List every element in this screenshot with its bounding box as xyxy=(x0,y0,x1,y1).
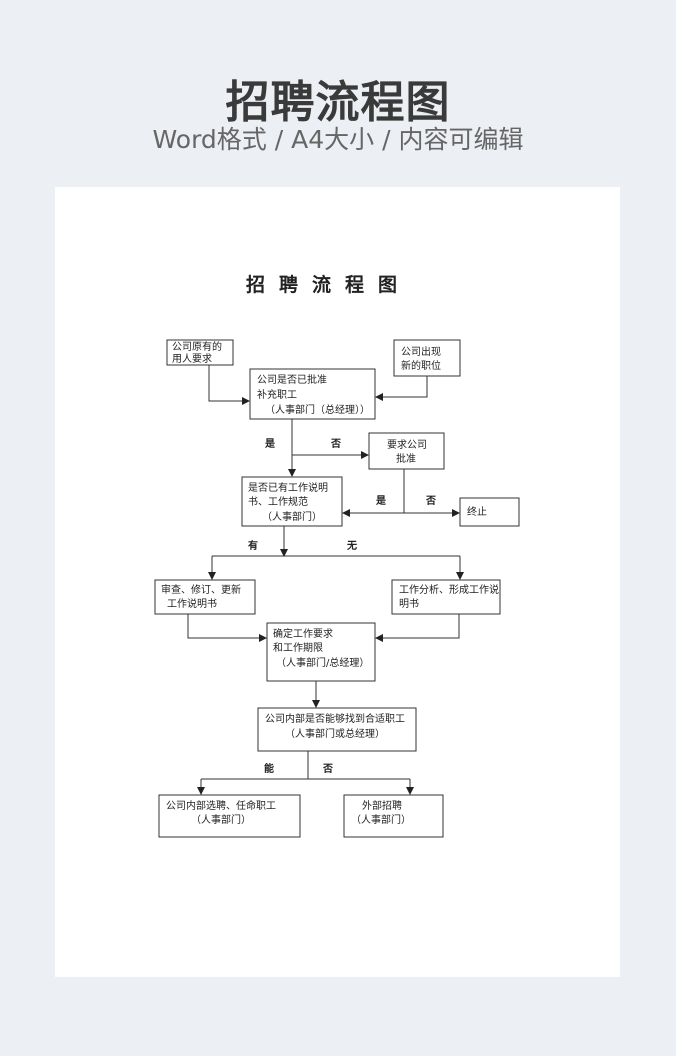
svg-text:（人事部门或总经理）: （人事部门或总经理） xyxy=(285,727,385,740)
svg-text:是否已有工作说明: 是否已有工作说明 xyxy=(248,481,328,494)
svg-text:（人事部门/总经理）: （人事部门/总经理） xyxy=(276,656,369,669)
flow-box-internal-search: 公司内部是否能够找到合适职工 （人事部门或总经理） xyxy=(257,707,417,752)
svg-text:和工作期限: 和工作期限 xyxy=(273,642,323,654)
label-no: 否 xyxy=(322,763,333,775)
flow-connectors xyxy=(187,365,464,795)
label-no: 否 xyxy=(425,495,436,507)
flow-box-external-hire: 外部招聘（人事部门） xyxy=(343,794,444,838)
svg-text:公司原有的: 公司原有的 xyxy=(172,340,222,353)
flow-box-terminate: 终止 xyxy=(459,497,520,527)
svg-text:要求公司: 要求公司 xyxy=(387,439,427,451)
svg-text:（人事部门（总经理））: （人事部门（总经理）） xyxy=(265,403,370,416)
page-subtitle: Word格式 / A4大小 / 内容可编辑 xyxy=(152,125,524,154)
label-yes: 是 xyxy=(375,495,386,507)
svg-text:（人事部门）: （人事部门） xyxy=(351,813,411,826)
label-yes: 是 xyxy=(264,438,275,450)
svg-text:批准: 批准 xyxy=(396,452,416,465)
svg-text:书、工作规范: 书、工作规范 xyxy=(248,495,308,508)
svg-text:确定工作要求: 确定工作要求 xyxy=(273,627,333,640)
svg-text:公司内部是否能够找到合适职工: 公司内部是否能够找到合适职工 xyxy=(265,712,405,725)
svg-text:补充职工: 补充职工 xyxy=(257,388,297,401)
label-no: 否 xyxy=(330,438,341,450)
svg-text:公司内部选聘、任命职工: 公司内部选聘、任命职工 xyxy=(166,799,276,812)
svg-text:外部招聘: 外部招聘 xyxy=(362,799,402,812)
svg-text:（人事部门）: （人事部门） xyxy=(262,510,322,523)
label-have: 有 xyxy=(248,539,258,552)
svg-text:明书: 明书 xyxy=(399,598,419,610)
svg-text:工作说明书: 工作说明书 xyxy=(167,597,217,610)
page-title: 招聘流程图 xyxy=(225,77,451,128)
flow-box-internal-hire: 公司内部选聘、任命职工（人事部门） xyxy=(158,794,301,838)
document-title: 招聘流程图 xyxy=(246,273,411,296)
svg-text:公司是否已批准: 公司是否已批准 xyxy=(257,373,327,386)
label-can: 能 xyxy=(264,762,274,775)
svg-text:审查、修订、更新: 审查、修订、更新 xyxy=(161,583,241,596)
svg-text:公司出现: 公司出现 xyxy=(401,345,441,358)
label-none: 无 xyxy=(346,540,357,552)
svg-text:新的职位: 新的职位 xyxy=(401,359,441,372)
svg-text:工作分析、形成工作说: 工作分析、形成工作说 xyxy=(399,583,499,596)
svg-text:（人事部门）: （人事部门） xyxy=(191,813,251,826)
svg-text:终止: 终止 xyxy=(467,505,487,518)
svg-text:用人要求: 用人要求 xyxy=(172,353,212,365)
document-page xyxy=(55,187,620,977)
